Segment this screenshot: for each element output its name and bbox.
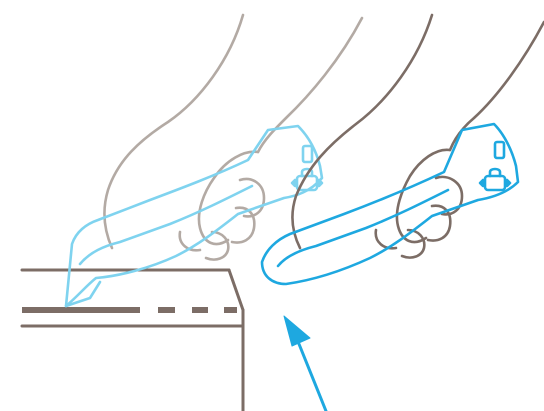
- cardboard-box: [22, 270, 243, 411]
- knife: [262, 124, 518, 284]
- finger-3: [402, 230, 424, 258]
- lock-slider-icon: [292, 169, 322, 190]
- arrow-up-icon: [284, 316, 326, 411]
- forearm: [293, 15, 432, 248]
- box-corner-bevel: [229, 270, 243, 310]
- slider-window: [495, 142, 504, 158]
- arrow-shaft: [299, 344, 326, 411]
- knife-body: [262, 124, 518, 284]
- lock-slider-icon: [480, 169, 510, 190]
- thumb: [397, 150, 450, 242]
- hand: [293, 15, 544, 258]
- slider-window-ghost: [303, 146, 312, 162]
- arrow-head: [284, 316, 310, 346]
- forearm-ghost: [105, 15, 243, 248]
